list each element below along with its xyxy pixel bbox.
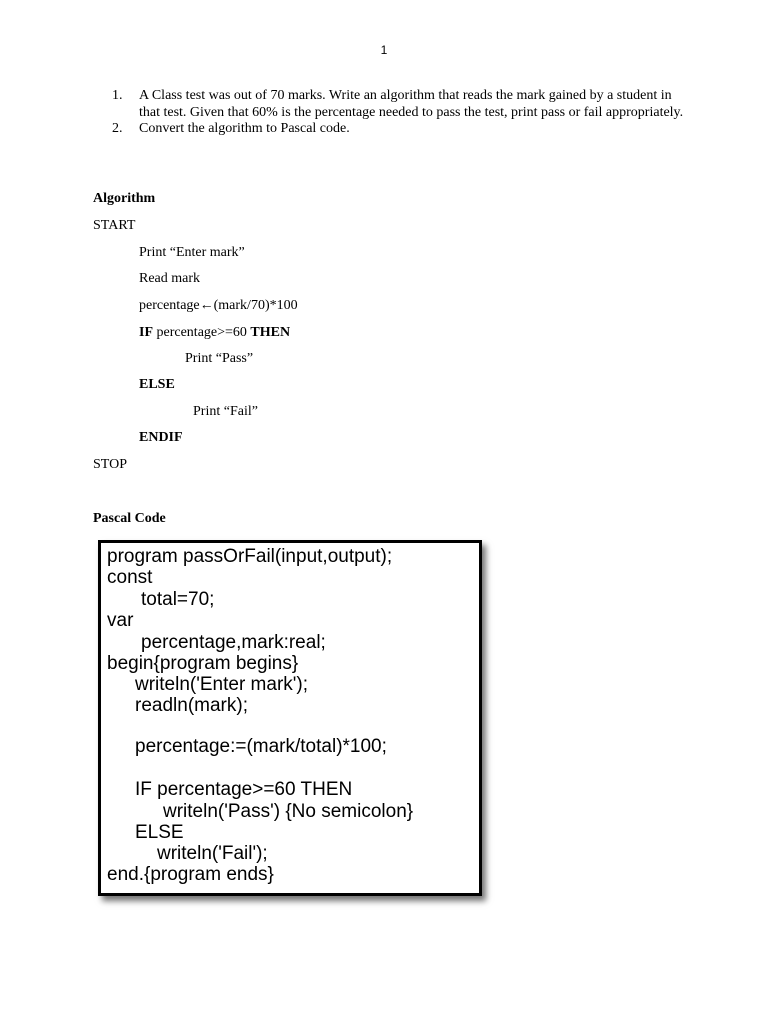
question-item-1: 1. A Class test was out of 70 marks. Wri… — [112, 88, 692, 121]
if-keyword: IF — [139, 325, 153, 340]
question-number: 2. — [112, 121, 123, 136]
assign-expression: (mark/70)*100 — [213, 298, 298, 313]
algorithm-else: ELSE — [139, 377, 175, 392]
assign-variable: percentage — [139, 298, 200, 313]
algorithm-print-fail: Print “Fail” — [193, 404, 258, 419]
code-line: writeln('Pass') {No semicolon} — [163, 801, 414, 822]
page-number: 1 — [380, 43, 388, 57]
algorithm-print-pass: Print “Pass” — [185, 351, 254, 366]
if-condition: percentage>=60 — [153, 325, 251, 340]
code-line: percentage,mark:real; — [141, 632, 326, 653]
question-text: A Class test was out of 70 marks. Write … — [139, 88, 684, 120]
algorithm-read-mark: Read mark — [139, 271, 201, 286]
question-text: Convert the algorithm to Pascal code. — [139, 121, 350, 136]
code-line: const — [107, 567, 153, 588]
code-line: total=70; — [141, 589, 215, 610]
pascal-code-heading: Pascal Code — [93, 511, 166, 526]
assign-arrow-icon: ← — [199, 298, 214, 313]
code-line: writeln('Fail'); — [157, 843, 268, 864]
code-line: end.{program ends} — [107, 864, 274, 885]
algorithm-start: START — [93, 218, 136, 233]
algorithm-heading: Algorithm — [93, 191, 156, 206]
question-list: 1. A Class test was out of 70 marks. Wri… — [112, 88, 692, 138]
algorithm-assign-line: percentage←(mark/70)*100 — [139, 298, 298, 314]
pascal-code-image: program passOrFail(input,output); const … — [98, 540, 482, 896]
code-line: IF percentage>=60 THEN — [135, 779, 353, 800]
algorithm-stop: STOP — [93, 457, 127, 472]
code-line: readln(mark); — [135, 695, 248, 716]
question-item-2: 2. Convert the algorithm to Pascal code. — [112, 121, 692, 138]
algorithm-if-line: IF percentage>=60 THEN — [139, 325, 290, 341]
code-line: percentage:=(mark/total)*100; — [135, 736, 387, 757]
algorithm-endif: ENDIF — [139, 430, 183, 445]
algorithm-print-enter: Print “Enter mark” — [139, 245, 245, 260]
code-line: ELSE — [135, 822, 184, 843]
code-line: writeln('Enter mark'); — [135, 674, 309, 695]
question-number: 1. — [112, 88, 123, 103]
code-line: var — [107, 610, 134, 631]
then-keyword: THEN — [250, 325, 291, 340]
code-line: begin{program begins} — [107, 653, 299, 674]
code-line: program passOrFail(input,output); — [107, 546, 393, 567]
